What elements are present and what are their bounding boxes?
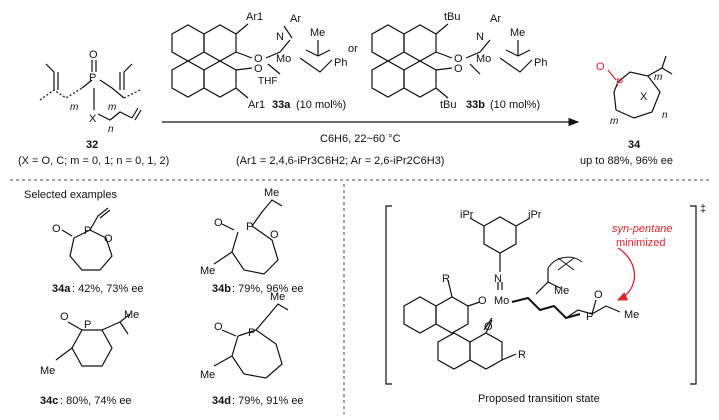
atom-Ph-33a: Ph (334, 57, 347, 69)
atom-Me-34d: Me (200, 369, 215, 381)
compound-33a-label: 33a (272, 99, 291, 111)
atom-iPr-right: iPr (528, 209, 542, 221)
atom-O-34b-2: O (270, 229, 279, 241)
atom-Ph-33b: Ph (534, 57, 547, 69)
atom-O-34a-2: O (104, 233, 113, 245)
examples-heading: Selected examples (24, 189, 117, 201)
atom-Ar1-bottom: Ar1 (248, 99, 265, 111)
annotation-minimized: minimized (616, 237, 666, 249)
atom-O-34a-1: O (52, 223, 61, 235)
atom-Me-ts-2: Me (624, 309, 639, 321)
atom-O-ts-2: O (484, 321, 493, 333)
atom-Me-34b-top: Me (264, 187, 279, 199)
atom-Mo-33b: Mo (476, 53, 491, 65)
atom-tBu-bottom: tBu (440, 99, 457, 111)
atom-X-product: X (640, 91, 648, 103)
atom-Me-33a: Me (310, 27, 325, 39)
atom-P-ts: P (586, 311, 593, 323)
atom-P-34b: P (246, 221, 253, 233)
atom-O-34b-1: O (214, 217, 223, 229)
atom-Me-34c: Me (40, 365, 55, 377)
atom-X: X (89, 113, 97, 125)
steric-clash-icon (547, 256, 583, 271)
atom-Ar1-top: Ar1 (246, 11, 263, 23)
index-m-product-2: m (610, 116, 618, 127)
atom-iPr-left: iPr (460, 209, 474, 221)
atom-P-product: P (616, 77, 623, 89)
index-n: n (108, 124, 114, 135)
atom-O: O (89, 49, 98, 61)
dagger-symbol: ‡ (700, 203, 706, 215)
example-34a-id: 34a (52, 283, 71, 295)
red-curved-arrow-icon (616, 247, 635, 301)
or-text: or (348, 43, 358, 55)
atom-Me-ts: Me (554, 285, 569, 297)
annotation-syn-pentane: syn-pentane (612, 223, 673, 235)
atom-Ar-33b: Ar (490, 13, 501, 25)
example-34a-structure (61, 207, 113, 271)
atom-O-33b-2: O (454, 63, 463, 75)
example-34b-id: 34b (212, 283, 231, 295)
atom-N-ts: N (494, 273, 502, 285)
compound-34-label: 34 (628, 139, 641, 151)
atom-O-ts-1: O (478, 295, 487, 307)
atom-O-34d: O (214, 321, 223, 333)
atom-R-top: R (442, 273, 450, 285)
atom-P-34c: P (84, 319, 91, 331)
atom-O-34c: O (60, 311, 69, 323)
atom-Ar-33a: Ar (290, 13, 301, 25)
product-result: up to 88%, 96% ee (580, 155, 673, 167)
example-34c-id: 34c (40, 395, 58, 407)
atom-O-33a-2: O (254, 63, 263, 75)
product-34-structure (607, 55, 673, 119)
atom-N-33b: N (476, 31, 484, 43)
substrate-32-structure (39, 60, 142, 121)
example-34b-result: : 79%, 96% ee (232, 283, 304, 295)
atom-Mo-ts: Mo (494, 295, 509, 307)
index-m-right: m (108, 102, 116, 113)
compound-32-label: 32 (86, 139, 98, 151)
reaction-conditions: C6H6, 22~60 °C (320, 133, 401, 145)
example-34d-result: : 79%, 91% ee (232, 395, 304, 407)
atom-N-33a: N (276, 31, 284, 43)
atom-P-34a: P (84, 225, 91, 237)
index-m-left: m (70, 102, 78, 113)
atom-R-bottom: R (518, 349, 526, 361)
catalyst-33a-structure (171, 23, 333, 99)
atom-P: P (89, 72, 96, 84)
catalyst-33a-loading: (10 mol%) (296, 99, 346, 111)
atom-Me-33b: Me (510, 27, 525, 39)
compound-33b-label: 33b (466, 99, 485, 111)
ligand-definition: (Ar1 = 2,4,6-iPr3C6H2; Ar = 2,6-iPr2C6H3… (236, 155, 444, 167)
atom-Me-34c-top: Me (124, 309, 139, 321)
index-m-product-1: m (654, 72, 662, 83)
transition-state-caption: Proposed transition state (478, 393, 600, 405)
atom-P-34d: P (248, 327, 255, 339)
transition-state-structure (403, 216, 621, 370)
example-34a-result: : 42%, 73% ee (72, 283, 144, 295)
transition-state-brackets (385, 205, 697, 385)
atom-O-33b-1: O (454, 53, 463, 65)
atom-THF: THF (258, 76, 277, 87)
catalyst-33b-loading: (10 mol%) (490, 99, 540, 111)
atom-O-product: O (596, 61, 605, 73)
atom-Me-34b: Me (200, 265, 215, 277)
index-n-product: n (662, 110, 668, 121)
example-34d-structure (213, 303, 289, 379)
atom-O-33a-1: O (254, 53, 263, 65)
atom-Me-34d-top: Me (270, 291, 285, 303)
example-34c-structure (55, 313, 131, 367)
example-34c-result: : 80%, 74% ee (60, 395, 132, 407)
atom-tBu-top: tBu (444, 11, 461, 23)
atom-O-ts-3: O (594, 289, 603, 301)
catalyst-33b-structure (371, 23, 533, 99)
example-34b-structure (213, 199, 283, 275)
atom-Mo-33a: Mo (276, 53, 291, 65)
example-34d-id: 34d (212, 395, 231, 407)
substrate-variables: (X = O, C; m = 0, 1; n = 0, 1, 2) (18, 155, 169, 167)
